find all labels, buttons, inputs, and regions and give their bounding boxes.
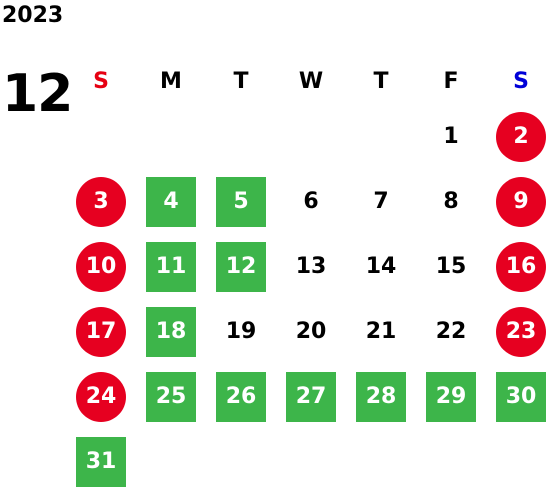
- day-cell: 2: [486, 104, 548, 169]
- day-cell: 30: [486, 364, 548, 429]
- day-cell: 13: [276, 234, 346, 299]
- day-number: 21: [365, 319, 397, 344]
- day-number: 6: [303, 189, 319, 214]
- highlighted-day-marker: 29: [426, 371, 476, 422]
- day-number: 14: [365, 254, 397, 279]
- highlighted-day-marker: 18: [146, 306, 196, 357]
- day-number: 15: [435, 254, 467, 279]
- highlighted-day-marker: 5: [216, 176, 266, 227]
- week-row: 17 18 19 20 21 22 23: [66, 299, 548, 364]
- day-cell: 15: [416, 234, 486, 299]
- day-cell: 25: [136, 364, 206, 429]
- day-cell: 4: [136, 169, 206, 234]
- day-number: 7: [373, 189, 389, 214]
- weekday-tuesday: T: [233, 68, 249, 94]
- holiday-day-marker: 3: [76, 176, 126, 227]
- day-cell: 5: [206, 169, 276, 234]
- week-row: 24 25 26 27 28 29 30: [66, 364, 548, 429]
- day-cell: [346, 429, 416, 494]
- day-cell: 16: [486, 234, 548, 299]
- day-cell: 7: [346, 169, 416, 234]
- day-cell: 18: [136, 299, 206, 364]
- day-number: 1: [443, 124, 459, 149]
- day-cell: 11: [136, 234, 206, 299]
- day-cell: [276, 429, 346, 494]
- day-cell: 23: [486, 299, 548, 364]
- day-cell: 31: [66, 429, 136, 494]
- day-number: 19: [225, 319, 257, 344]
- weekday-friday: F: [443, 68, 459, 94]
- day-cell: 24: [66, 364, 136, 429]
- holiday-day-marker: 16: [496, 241, 546, 292]
- highlighted-day-marker: 28: [356, 371, 406, 422]
- day-cell: 21: [346, 299, 416, 364]
- highlighted-day-marker: 4: [146, 176, 196, 227]
- highlighted-day-marker: 11: [146, 241, 196, 292]
- weekday-thursday: T: [373, 68, 389, 94]
- day-cell: [206, 104, 276, 169]
- day-number: 22: [435, 319, 467, 344]
- day-cell: 26: [206, 364, 276, 429]
- day-number: 13: [295, 254, 327, 279]
- day-cell: [66, 104, 136, 169]
- holiday-day-marker: 9: [496, 176, 546, 227]
- day-cell: [486, 429, 548, 494]
- day-cell: [206, 429, 276, 494]
- highlighted-day-marker: 31: [76, 436, 126, 487]
- holiday-day-marker: 10: [76, 241, 126, 292]
- year-label: 2023: [2, 3, 64, 28]
- day-cell: 28: [346, 364, 416, 429]
- day-cell: 22: [416, 299, 486, 364]
- week-row: 31: [66, 429, 548, 494]
- day-cell: [136, 429, 206, 494]
- day-cell: 12: [206, 234, 276, 299]
- holiday-day-marker: 23: [496, 306, 546, 357]
- week-row: 10 11 12 13 14 15 16: [66, 234, 548, 299]
- day-cell: [416, 429, 486, 494]
- day-cell: 9: [486, 169, 548, 234]
- day-cell: 8: [416, 169, 486, 234]
- holiday-day-marker: 2: [496, 111, 546, 162]
- day-cell: [136, 104, 206, 169]
- day-cell: [346, 104, 416, 169]
- weekday-wednesday: W: [298, 68, 324, 94]
- weekday-saturday: S: [513, 68, 529, 94]
- day-cell: 19: [206, 299, 276, 364]
- holiday-day-marker: 17: [76, 306, 126, 357]
- day-cell: 14: [346, 234, 416, 299]
- weekday-monday: M: [160, 68, 182, 94]
- day-cell: 20: [276, 299, 346, 364]
- weekday-sunday: S: [93, 68, 109, 94]
- day-cell: 29: [416, 364, 486, 429]
- highlighted-day-marker: 12: [216, 241, 266, 292]
- day-cell: [276, 104, 346, 169]
- day-cell: 1: [416, 104, 486, 169]
- highlighted-day-marker: 30: [496, 371, 546, 422]
- day-cell: 6: [276, 169, 346, 234]
- day-cell: 27: [276, 364, 346, 429]
- day-number: 20: [295, 319, 327, 344]
- holiday-day-marker: 24: [76, 371, 126, 422]
- day-number: 8: [443, 189, 459, 214]
- day-cell: 10: [66, 234, 136, 299]
- day-cell: 3: [66, 169, 136, 234]
- highlighted-day-marker: 27: [286, 371, 336, 422]
- highlighted-day-marker: 25: [146, 371, 196, 422]
- weekday-header-row: S M T W T F S: [66, 58, 548, 104]
- month-number: 12: [2, 64, 73, 124]
- day-cell: 17: [66, 299, 136, 364]
- highlighted-day-marker: 26: [216, 371, 266, 422]
